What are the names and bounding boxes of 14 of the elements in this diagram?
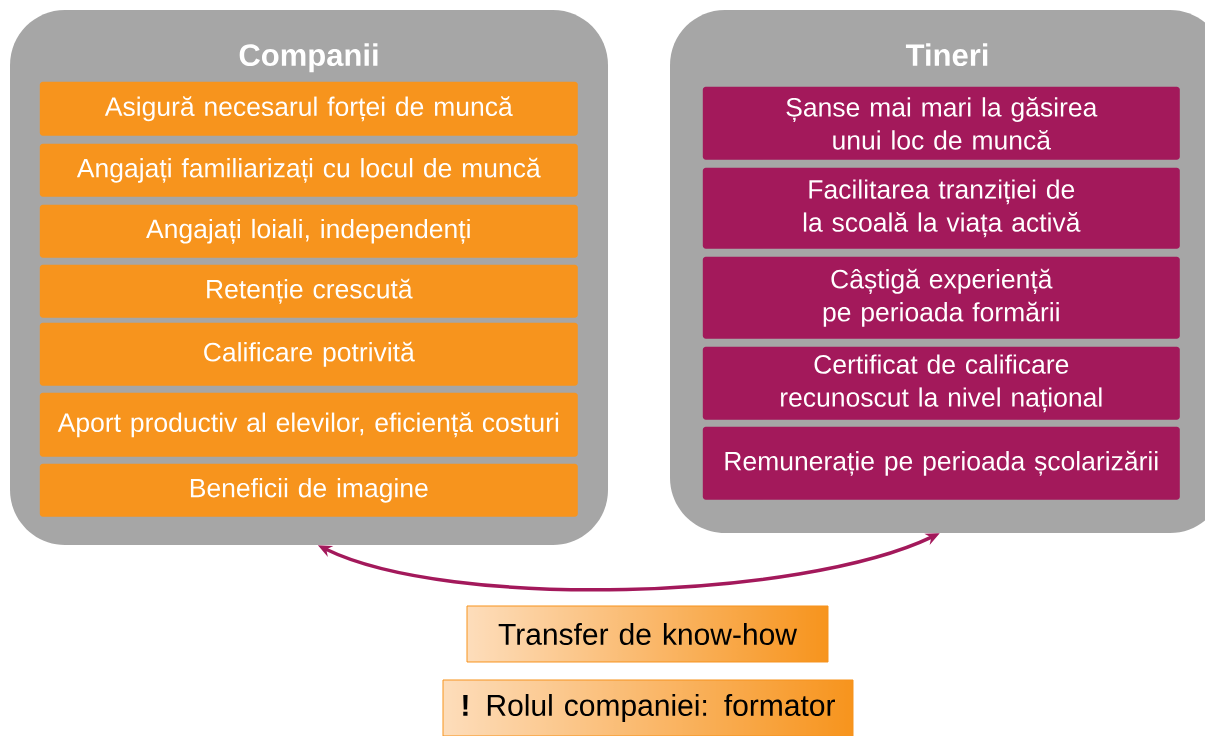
benefit-box: Calificare potrivită (39, 322, 578, 386)
benefit-box: Asigură necesarul forței de muncă (39, 81, 578, 136)
benefit-box: Facilitarea tranziției de la scoală la viața activă (702, 167, 1180, 249)
benefit-box: Remunerație pe perioada școlarizării (702, 426, 1180, 500)
benefit-box: Retenție crescută (39, 264, 578, 318)
benefit-box: Angajați loiali, independenți (39, 204, 578, 258)
benefit-box: Câștigă experiență pe perioada formării (702, 256, 1180, 339)
benefit-box: Aport productiv al elevilor, eficiență costuri (39, 392, 578, 457)
benefit-box: Angajați familiarizați cu locul de muncă (39, 143, 578, 197)
benefit-box: Beneficii de imagine (39, 463, 578, 517)
note-box: ! Rolul companiei: formator (442, 679, 854, 736)
benefit-box: Șanse mai mari la găsirea unui loc de muncă (702, 86, 1180, 160)
benefit-box: Certificat de calificare recunoscut la nivel național (702, 346, 1180, 420)
note-box: Transfer de know-how (466, 605, 829, 663)
